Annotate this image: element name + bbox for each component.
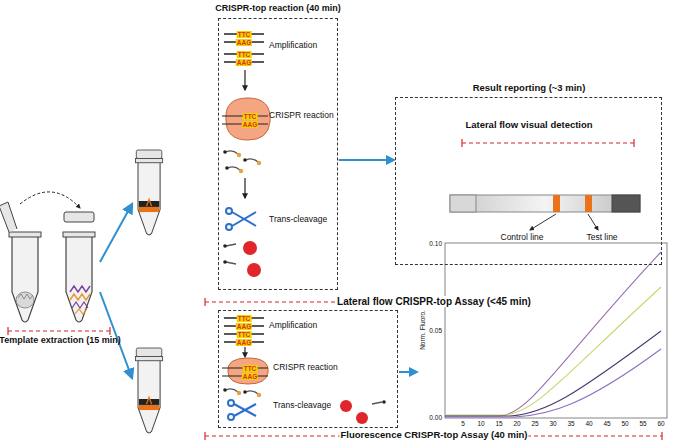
extraction-tube: [0, 202, 41, 322]
step-label: CRISPR reaction: [269, 111, 334, 121]
reaction-tube: [135, 348, 162, 433]
time-bracket: [8, 327, 110, 335]
sequence-label: AAG: [236, 323, 252, 330]
chart-panel: Norm. Fluoro.: [418, 240, 672, 426]
axis-tick: 45: [603, 420, 610, 427]
stage-label: Template extraction (15 min): [0, 336, 121, 346]
stage-label: Fluorescence CRISPR-top Assay (40 min): [339, 430, 528, 440]
sequence-label: TTC: [237, 315, 252, 322]
axis-tick: 40: [585, 420, 592, 427]
step-label: Norm. Fluoro.: [419, 310, 426, 350]
step-label: Trans-cleavage: [269, 215, 327, 225]
cas-complex: [222, 98, 270, 140]
leader-arrow: [588, 214, 598, 230]
step-label: Lateral flow visual detection: [465, 120, 592, 131]
axis-tick: 55: [639, 420, 646, 427]
flow-arrow: [100, 204, 132, 262]
leader-arrow: [530, 214, 556, 230]
step-label: CRISPR reaction: [273, 363, 338, 373]
cas-complex: [222, 358, 268, 384]
lateral-flow-strip: [450, 195, 640, 212]
axis-tick: 10: [477, 420, 484, 427]
flow-arrow: [100, 292, 132, 378]
scissors: [228, 400, 256, 420]
box-heading: Result reporting (~3 min): [473, 83, 586, 94]
cleaved-reporter: [223, 241, 261, 277]
axis-tick: 50: [621, 420, 628, 427]
step-label: Trans-cleavage: [273, 401, 331, 411]
sequence-label: AAG: [242, 373, 258, 380]
sequence-label: AAG: [242, 121, 258, 128]
box-heading: CRISPR-top reaction (40 min): [215, 3, 341, 13]
strip-label: Control line: [501, 233, 544, 242]
reporter-probe: [223, 388, 261, 397]
sequence-label: AAG: [236, 59, 252, 66]
flow-connector: [339, 159, 394, 161]
axis-tick: 35: [567, 420, 574, 427]
axis-tick: 0.10: [429, 240, 442, 247]
step-arrow: [244, 178, 245, 198]
time-bracket: [462, 139, 634, 147]
axis-tick: 0.00: [429, 414, 442, 421]
step-label: Amplification: [269, 321, 317, 331]
scissors: [226, 208, 256, 230]
cleaved-reporter: [340, 400, 386, 424]
flow-connector: [399, 371, 417, 373]
axis-tick: 15: [495, 420, 502, 427]
strip-label: Test line: [586, 233, 617, 242]
axis-tick: 30: [549, 420, 556, 427]
sequence-label: TTC: [237, 31, 252, 38]
sequence-label: TTC: [243, 113, 258, 120]
axis-tick: 0.05: [429, 327, 442, 334]
transfer-arrow: [20, 192, 80, 208]
reporter-probe: [223, 150, 261, 173]
axis-tick: 5: [461, 420, 465, 427]
sequence-label: TTC: [237, 331, 252, 338]
sequence-label: AAG: [236, 339, 252, 346]
axis-tick: 60: [657, 420, 664, 427]
extraction-tube: [63, 212, 95, 322]
fluorescence-plot: [445, 243, 667, 418]
sequence-label: TTC: [237, 51, 252, 58]
stage-label: Lateral flow CRISPR-top Assay (<45 min): [336, 296, 532, 307]
step-arrow: [244, 70, 245, 90]
axis-tick: 25: [531, 420, 538, 427]
reaction-tube: [135, 150, 162, 235]
step-label: Amplification: [269, 41, 317, 51]
sequence-label: AAG: [236, 39, 252, 46]
step-arrow: [244, 347, 245, 357]
axis-tick: 20: [513, 420, 520, 427]
sequence-label: TTC: [243, 365, 258, 372]
